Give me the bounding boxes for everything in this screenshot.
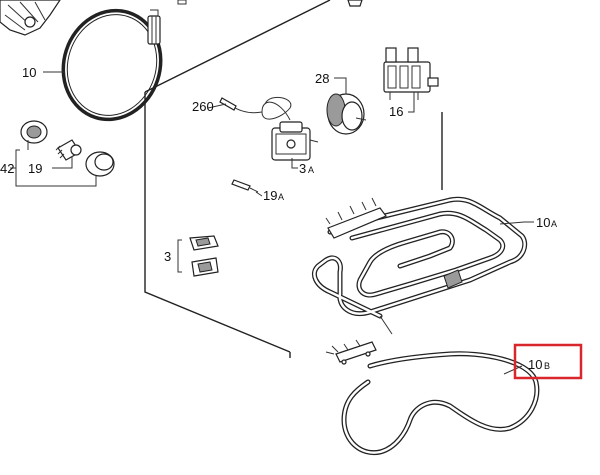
label-19a: 19 bbox=[263, 188, 277, 203]
label-3a-suffix: A bbox=[308, 165, 314, 175]
label-10a-suffix: A bbox=[551, 219, 557, 229]
label-10: 10 bbox=[22, 65, 36, 80]
label-42: 42 bbox=[0, 161, 14, 176]
knob-28 bbox=[326, 93, 367, 135]
label-260: 260 bbox=[192, 99, 214, 114]
label-28: 28 bbox=[315, 71, 329, 86]
leader-28 bbox=[334, 77, 347, 94]
label-10a: 10 bbox=[536, 215, 550, 230]
leader-10b bbox=[503, 365, 523, 375]
label-10b-suffix: B bbox=[544, 361, 550, 371]
leader-19 bbox=[52, 156, 73, 169]
leader-3a bbox=[291, 158, 298, 169]
leader-16 bbox=[408, 92, 415, 113]
circular-element-10 bbox=[61, 8, 163, 122]
grill-element-10a bbox=[312, 196, 528, 335]
fan-part bbox=[0, 0, 61, 36]
bracket-3 bbox=[189, 235, 219, 277]
brace-42 bbox=[15, 149, 20, 187]
brace-3 bbox=[177, 239, 182, 273]
thermostat-3a bbox=[207, 96, 319, 161]
clip-19a bbox=[231, 179, 259, 193]
label-19: 19 bbox=[28, 161, 42, 176]
leader-19-bulb bbox=[20, 176, 97, 187]
leader-42 bbox=[10, 140, 29, 169]
label-19a-suffix: A bbox=[278, 192, 284, 202]
switch-16 bbox=[383, 47, 439, 100]
highlight-box-10b bbox=[513, 343, 583, 380]
label-3a: 3 bbox=[299, 161, 306, 176]
oven-cavity bbox=[144, 0, 443, 358]
label-16: 16 bbox=[389, 104, 403, 119]
top-fragments bbox=[177, 0, 363, 7]
leader-10a bbox=[499, 221, 534, 225]
bottom-element-10b bbox=[325, 339, 540, 456]
leader-19a bbox=[255, 191, 263, 197]
lamp-parts bbox=[20, 120, 115, 177]
label-3: 3 bbox=[164, 249, 171, 264]
label-10b: 10 bbox=[528, 357, 542, 372]
